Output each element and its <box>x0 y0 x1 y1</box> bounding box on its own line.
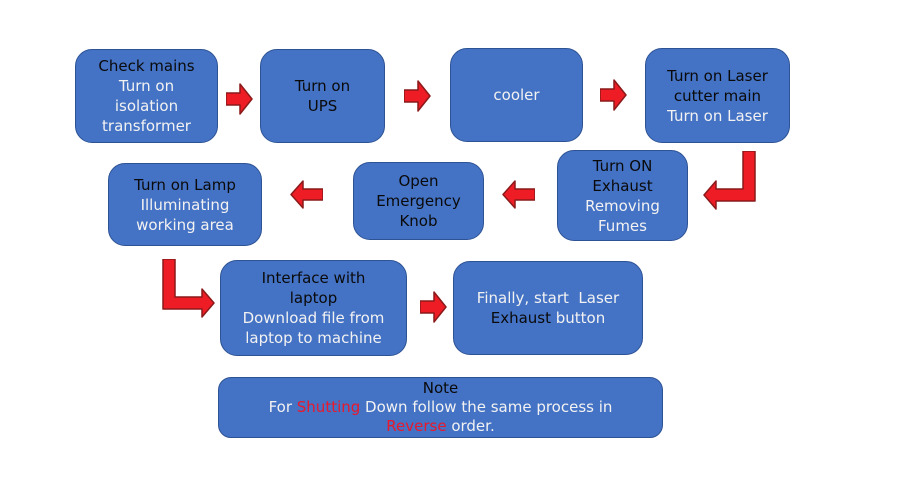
step-text-line: Check mains <box>98 57 195 75</box>
note-text-line: For Shutting Down follow the same proces… <box>269 398 613 417</box>
step-text-line: Knob <box>399 212 438 230</box>
flow-step-finally-start-laser: Finally, start Laser Exhaust button <box>453 261 643 355</box>
arrow-ups-to-cooler-icon <box>404 80 431 112</box>
step-text-segment: Exhaust <box>490 309 551 327</box>
flow-step-turn-on-ups: Turn on UPS <box>260 49 385 143</box>
step-text-line: Interface with <box>261 269 366 287</box>
flow-step-interface-laptop: Interface with laptop Download file from… <box>220 260 407 356</box>
step-text-line: Turn on Laser <box>667 66 768 85</box>
step-text-line: Illuminating <box>140 195 230 214</box>
step-text-line: Turn on <box>118 77 175 95</box>
step-text-segment: button <box>551 309 606 327</box>
step-text-line: cutter main <box>673 86 762 105</box>
flow-step-check-mains: Check mains Turn on isolation transforme… <box>75 49 218 143</box>
note-text-segment: Reverse <box>386 417 447 435</box>
step-text-line: Exhaust <box>592 176 653 195</box>
step-text-line: Download file from <box>242 309 385 327</box>
step-text-line: Turn ON <box>592 156 653 175</box>
note-text-segment: Down follow the same process in <box>360 398 613 416</box>
flow-step-laser-cutter-main: Turn on Laser cutter main Turn on Laser <box>645 48 790 143</box>
step-text-line: Turn on Laser <box>667 106 768 125</box>
note-text-segment: For <box>268 398 297 416</box>
note-text-line: Reverse order. <box>386 417 494 436</box>
step-text-line: Turn on Lamp <box>134 175 236 194</box>
step-text-line: Emergency <box>376 192 461 210</box>
note-box: Note For Shutting Down follow the same p… <box>218 377 663 438</box>
arrow-exhaust-to-emergency-icon <box>502 180 535 209</box>
step-text-line: transformer <box>102 117 191 135</box>
arrow-interface-to-finally-icon <box>420 291 447 323</box>
note-text-segment: order. <box>446 417 495 435</box>
flow-step-cooler: cooler <box>450 48 583 142</box>
step-text-line: Open <box>398 172 439 190</box>
step-text-line: Removing <box>585 196 660 215</box>
flow-step-turn-on-lamp: Turn on Lamp Illuminating working area <box>108 163 262 246</box>
arrow-emergency-to-lamp-icon <box>290 180 323 209</box>
flow-step-open-emergency-knob: Open Emergency Knob <box>353 162 484 240</box>
step-text-line: isolation <box>114 97 179 115</box>
note-title: Note <box>422 379 459 397</box>
step-text-line: UPS <box>307 97 338 115</box>
step-text-line: laptop to machine <box>245 329 382 347</box>
step-text-line: laptop <box>289 289 338 307</box>
flow-step-turn-on-exhaust: Turn ON Exhaust Removing Fumes <box>557 150 688 241</box>
step-text-line: Finally, start Laser <box>476 289 620 307</box>
arrow-lamp-to-interface-icon <box>160 259 215 319</box>
arrow-laser-main-to-exhaust-icon <box>703 151 756 210</box>
step-text-line: Exhaust button <box>491 308 606 328</box>
arrow-cooler-to-laser-main-icon <box>600 79 627 111</box>
note-text-segment: Shutting <box>296 398 361 416</box>
step-text-line: Turn on <box>294 77 351 95</box>
arrow-check-mains-to-ups-icon <box>226 83 253 115</box>
step-text-line: Fumes <box>598 216 647 235</box>
step-text-line: working area <box>136 215 234 234</box>
step-text-line: cooler <box>493 86 540 104</box>
